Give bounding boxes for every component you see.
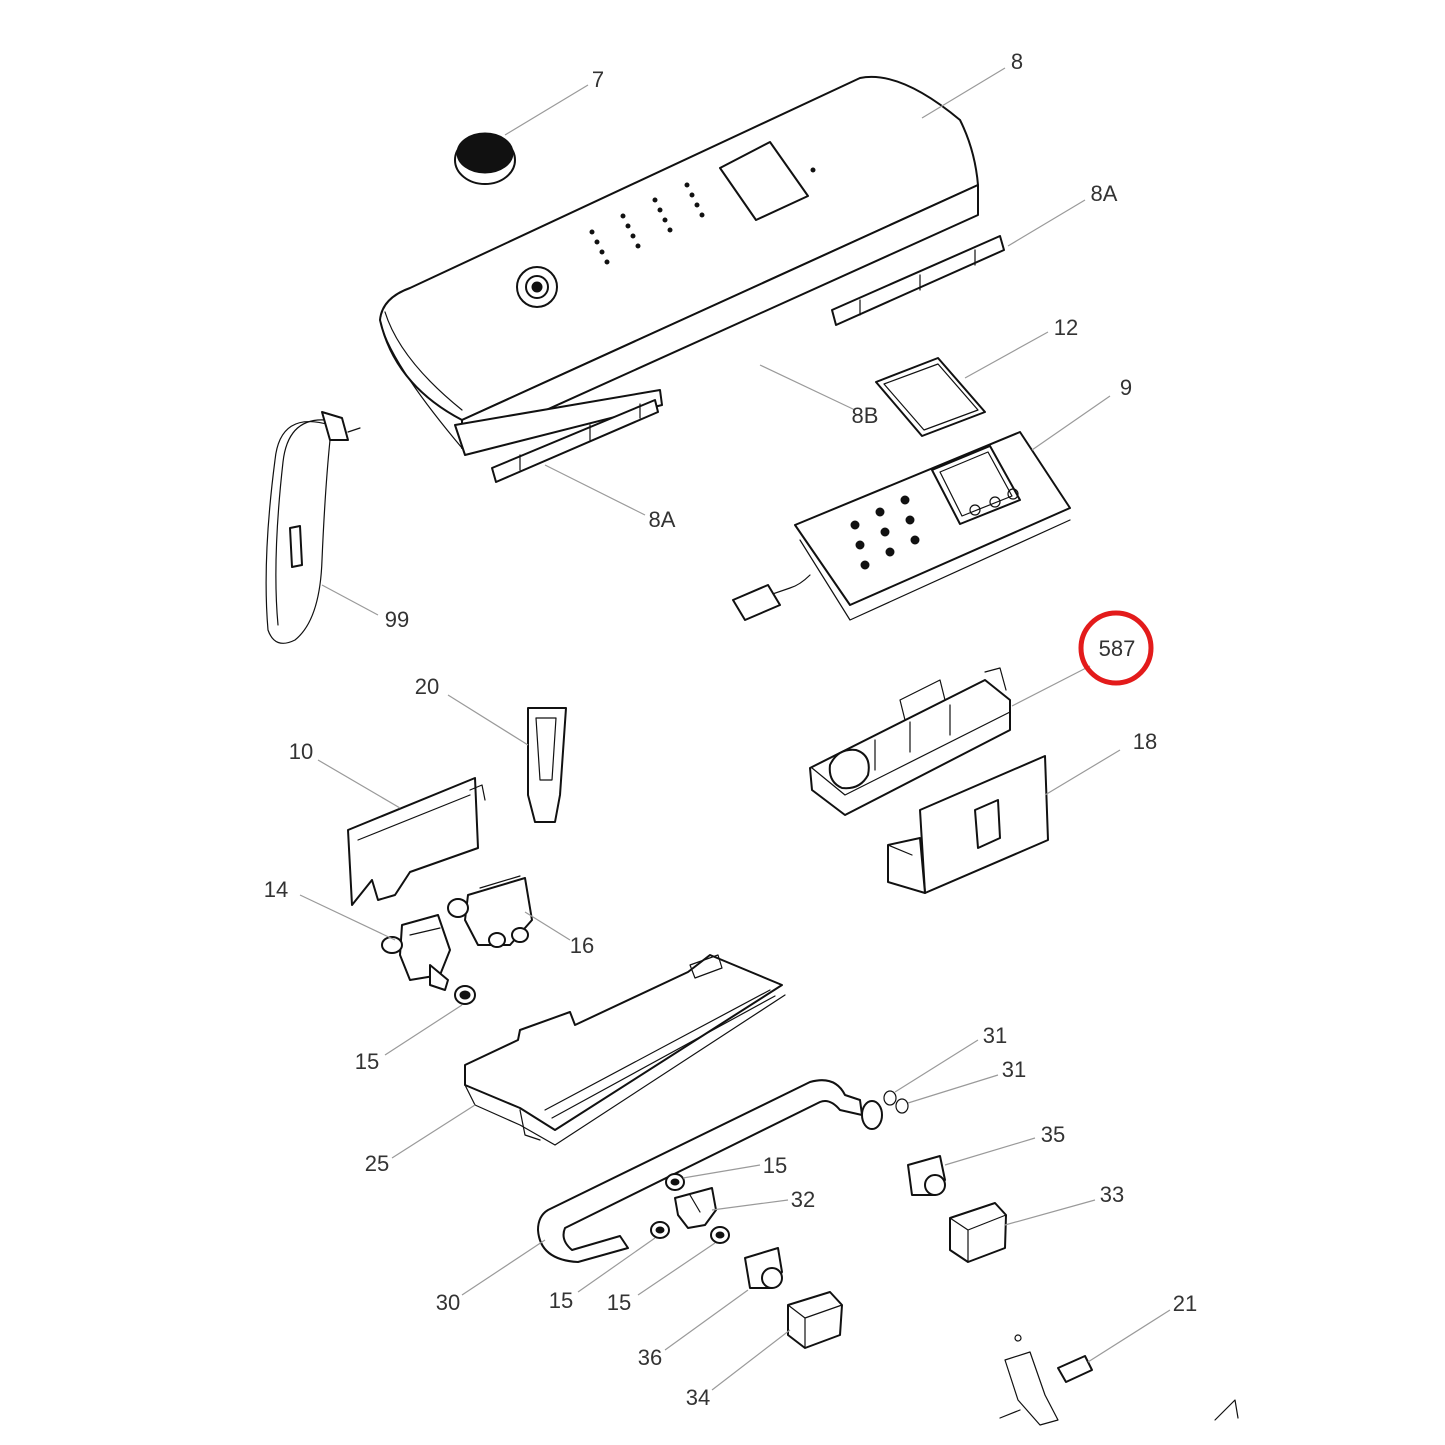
label-15-a: 15 xyxy=(355,1049,379,1074)
part-8a-trim-strip-lower[interactable] xyxy=(491,399,659,483)
leader-7 xyxy=(504,84,589,136)
label-16: 16 xyxy=(570,933,594,958)
part-15-fitting-a[interactable] xyxy=(454,985,476,1005)
label-8b: 8B xyxy=(852,403,879,428)
part-8a-trim-strip-upper[interactable] xyxy=(831,235,1005,326)
part-15-fitting-c[interactable] xyxy=(650,1221,670,1239)
leader-8 xyxy=(921,67,1006,119)
leader-587 xyxy=(1011,665,1091,707)
leader-15-c xyxy=(577,1237,656,1293)
label-12: 12 xyxy=(1054,315,1078,340)
part-34-mount[interactable] xyxy=(787,1291,843,1349)
label-9: 9 xyxy=(1120,375,1132,400)
part-25-dispenser-assembly[interactable] xyxy=(464,954,786,1146)
label-31-a: 31 xyxy=(983,1023,1007,1048)
leader-31-a xyxy=(894,1039,979,1093)
part-21-switch[interactable] xyxy=(999,1334,1239,1426)
part-30-hose[interactable] xyxy=(537,1079,883,1263)
label-99: 99 xyxy=(385,607,409,632)
leader-12 xyxy=(964,331,1049,379)
label-21: 21 xyxy=(1173,1291,1197,1316)
label-33: 33 xyxy=(1100,1182,1124,1207)
leader-8a-top xyxy=(1007,199,1086,247)
label-15-d: 15 xyxy=(607,1290,631,1315)
part-7-knob[interactable] xyxy=(454,132,516,185)
leader-15-a xyxy=(384,1004,463,1056)
label-14: 14 xyxy=(264,877,288,902)
part-16-dual-water-valve[interactable] xyxy=(447,875,533,948)
part-587-main-module[interactable] xyxy=(809,667,1011,816)
leader-20 xyxy=(447,694,529,746)
label-8a-top: 8A xyxy=(1091,181,1118,206)
leader-15-d xyxy=(637,1242,716,1296)
leader-21 xyxy=(1087,1309,1171,1363)
part-12-display-window[interactable] xyxy=(875,357,986,437)
leader-9 xyxy=(1031,395,1111,451)
leader-32 xyxy=(711,1199,789,1211)
part-99-power-cord[interactable] xyxy=(265,411,361,644)
part-18-cover[interactable] xyxy=(887,755,1049,894)
label-36: 36 xyxy=(638,1345,662,1370)
part-31-o-ring-b[interactable] xyxy=(895,1098,909,1114)
label-25: 25 xyxy=(365,1151,389,1176)
part-15-fitting-b[interactable] xyxy=(665,1173,685,1191)
label-7: 7 xyxy=(592,67,604,92)
label-18: 18 xyxy=(1133,729,1157,754)
leader-33 xyxy=(1004,1199,1096,1226)
leader-14 xyxy=(299,894,396,941)
part-20-clip[interactable] xyxy=(527,707,567,823)
leader-16 xyxy=(524,911,571,941)
leader-10 xyxy=(317,759,401,809)
highlight-circle xyxy=(1078,610,1154,686)
leader-30 xyxy=(461,1239,546,1296)
leader-99 xyxy=(321,584,379,616)
button-dots xyxy=(589,182,705,265)
part-33-mount[interactable] xyxy=(949,1202,1007,1263)
part-10-bracket[interactable] xyxy=(347,777,486,906)
part-31-o-ring-a[interactable] xyxy=(883,1090,897,1106)
label-587: 587 xyxy=(1099,636,1136,661)
label-30: 30 xyxy=(436,1290,460,1315)
leader-31-b xyxy=(907,1074,999,1104)
label-8: 8 xyxy=(1011,49,1023,74)
label-8a-bottom: 8A xyxy=(649,507,676,532)
part-32-tee-fitting[interactable] xyxy=(674,1187,717,1229)
part-15-fitting-d[interactable] xyxy=(710,1226,730,1244)
label-34: 34 xyxy=(686,1385,710,1410)
leader-25 xyxy=(391,1104,476,1159)
label-31-b: 31 xyxy=(1002,1057,1026,1082)
label-32: 32 xyxy=(791,1187,815,1212)
part-35-hose-bracket[interactable] xyxy=(907,1155,946,1196)
part-14-water-valve[interactable] xyxy=(381,914,451,991)
label-10: 10 xyxy=(289,739,313,764)
leader-8a-bottom xyxy=(544,464,646,516)
part-36-hose-bracket[interactable] xyxy=(744,1247,783,1289)
label-35: 35 xyxy=(1041,1122,1065,1147)
part-9-control-board[interactable] xyxy=(732,431,1071,621)
leader-34 xyxy=(711,1329,791,1391)
label-15-b: 15 xyxy=(763,1153,787,1178)
leader-8b xyxy=(759,364,856,411)
leader-35 xyxy=(944,1137,1036,1166)
part-8-control-panel[interactable] xyxy=(379,76,979,449)
label-20: 20 xyxy=(415,674,439,699)
part-8b-trim-strip[interactable] xyxy=(454,389,663,456)
leader-36 xyxy=(664,1289,749,1351)
label-15-c: 15 xyxy=(549,1288,573,1313)
leader-18 xyxy=(1044,749,1121,796)
leader-15-b xyxy=(682,1164,761,1179)
